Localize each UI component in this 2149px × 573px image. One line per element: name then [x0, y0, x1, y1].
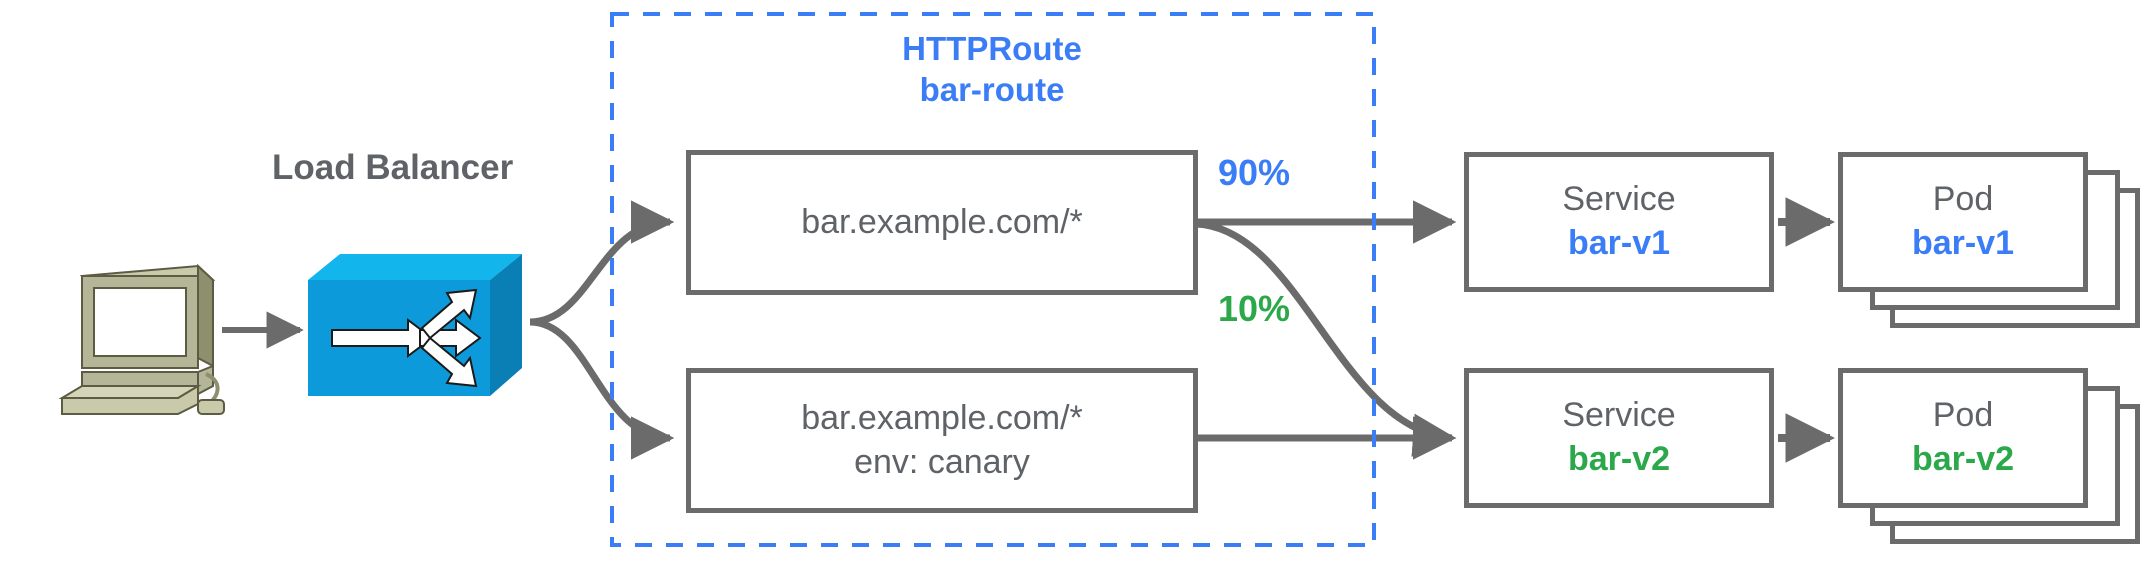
pod-v1-name: bar-v1 — [1911, 224, 2015, 262]
httproute-title: HTTPRoute bar-route — [822, 28, 1162, 111]
pod-bar-v1[interactable]: Pod bar-v1 — [1838, 152, 2088, 292]
service-bar-v1[interactable]: Service bar-v1 — [1464, 152, 1774, 292]
pod-bar-v2[interactable]: Pod bar-v2 — [1838, 368, 2088, 508]
workstation-icon — [58, 263, 225, 415]
httproute-kind-label: HTTPRoute — [902, 30, 1082, 67]
weight-label-90: 90% — [1218, 152, 1291, 193]
arrow-lb-to-rule-canary — [529, 318, 675, 460]
arrow-rule-primary-to-service-v2 — [1195, 220, 1457, 457]
rule-canary-match: bar.example.com/* — [801, 398, 1083, 437]
pod-v1-kind: Pod — [1932, 180, 1994, 219]
httproute-rule-primary[interactable]: bar.example.com/* — [686, 150, 1198, 295]
load-balancer-label: Load Balancer — [272, 148, 514, 187]
service-v1-name: bar-v1 — [1567, 224, 1671, 262]
load-balancer-icon — [308, 254, 522, 396]
service-v1-kind: Service — [1562, 180, 1676, 219]
httproute-rule-canary[interactable]: bar.example.com/* env: canary — [686, 368, 1198, 513]
rule-canary-header: env: canary — [854, 442, 1030, 481]
pod-v2-kind: Pod — [1932, 396, 1994, 435]
service-bar-v2[interactable]: Service bar-v2 — [1464, 368, 1774, 508]
httproute-name-label: bar-route — [919, 71, 1065, 109]
arrow-lb-to-rule-primary — [529, 200, 675, 326]
rule-primary-match: bar.example.com/* — [801, 202, 1083, 241]
service-v2-kind: Service — [1562, 396, 1676, 435]
pod-v2-name: bar-v2 — [1911, 440, 2015, 478]
weight-label-10: 10% — [1218, 288, 1291, 329]
httproute-boundary — [610, 12, 1376, 547]
service-v2-name: bar-v2 — [1567, 440, 1671, 478]
